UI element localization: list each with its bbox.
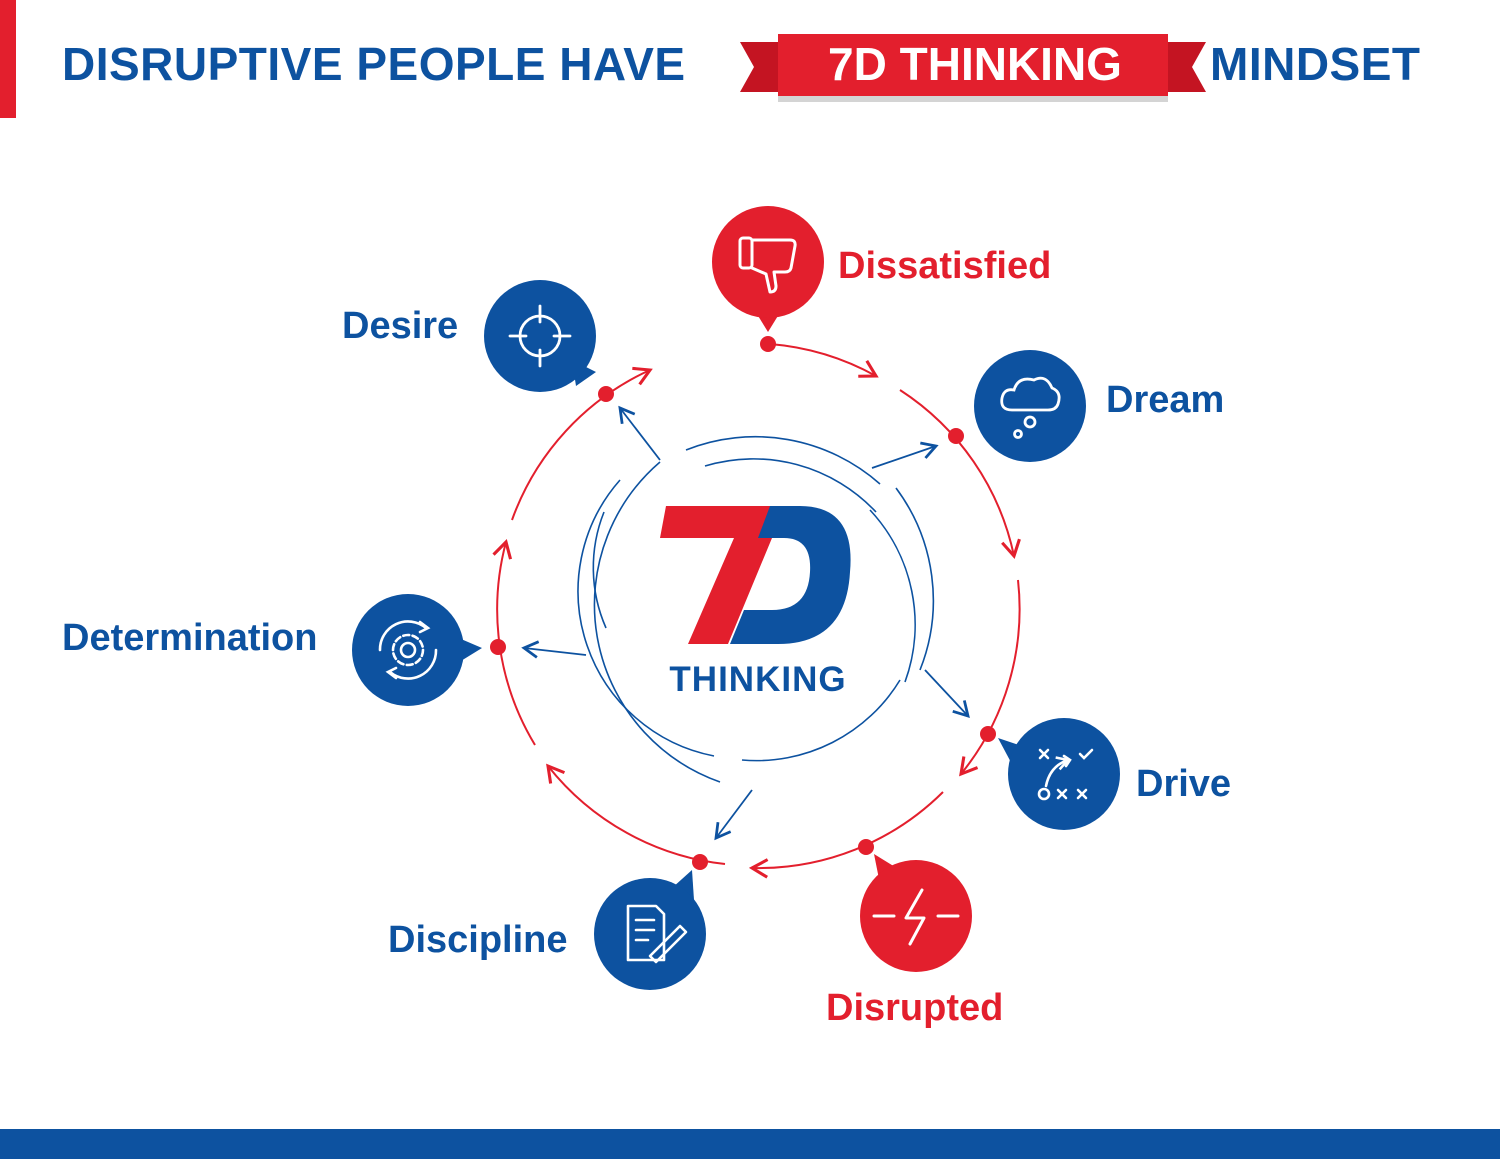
node-dot-determination	[490, 639, 506, 655]
arrow-to-desire	[618, 405, 661, 461]
logo-d-shape	[730, 506, 851, 644]
label-determination: Determination	[62, 617, 318, 659]
dissatisfied-bubble	[712, 206, 824, 332]
label-disrupted: Disrupted	[826, 987, 1004, 1029]
headline-left: DISRUPTIVE PEOPLE HAVE	[62, 38, 686, 90]
lightning-icon	[872, 888, 960, 946]
logo-seven-shape	[660, 506, 780, 644]
determination-bubble	[352, 594, 482, 706]
play-strategy-icon	[1037, 748, 1094, 801]
left-accent-bar	[0, 0, 16, 118]
arrow-to-drive	[924, 669, 970, 719]
headline-highlight: 7D THINKING	[828, 38, 1122, 90]
label-drive: Drive	[1136, 763, 1232, 805]
discipline-bubble	[594, 870, 706, 990]
arrow-to-determination	[521, 640, 587, 659]
thumbs-down-icon	[738, 236, 797, 294]
bottom-band	[0, 1129, 1500, 1159]
dream-bubble	[974, 350, 1086, 462]
node-dot-discipline	[692, 854, 708, 870]
center-7d-logo	[660, 506, 851, 644]
headline-right: MINDSET	[1210, 38, 1421, 90]
node-dot-disrupted	[858, 839, 874, 855]
center-subtitle: THINKING	[669, 660, 847, 699]
arrow-to-dream	[871, 441, 939, 469]
node-dot-dissatisfied	[760, 336, 776, 352]
node-dot-dream	[948, 428, 964, 444]
headline-banner	[740, 34, 1206, 102]
arrow-to-discipline	[714, 789, 753, 841]
desire-bubble	[484, 280, 596, 392]
label-discipline: Discipline	[388, 919, 568, 961]
disrupted-bubble	[860, 854, 972, 972]
node-dot-drive	[980, 726, 996, 742]
node-dot-desire	[598, 386, 614, 402]
drive-bubble	[998, 718, 1120, 830]
label-desire: Desire	[342, 305, 459, 347]
label-dream: Dream	[1106, 379, 1225, 421]
label-dissatisfied: Dissatisfied	[838, 245, 1052, 287]
inner-flow-rings	[577, 436, 935, 783]
gear-cycle-icon	[378, 620, 438, 680]
cloud-thought-icon	[1000, 376, 1061, 439]
target-icon	[508, 304, 572, 368]
document-pen-icon	[626, 904, 688, 964]
